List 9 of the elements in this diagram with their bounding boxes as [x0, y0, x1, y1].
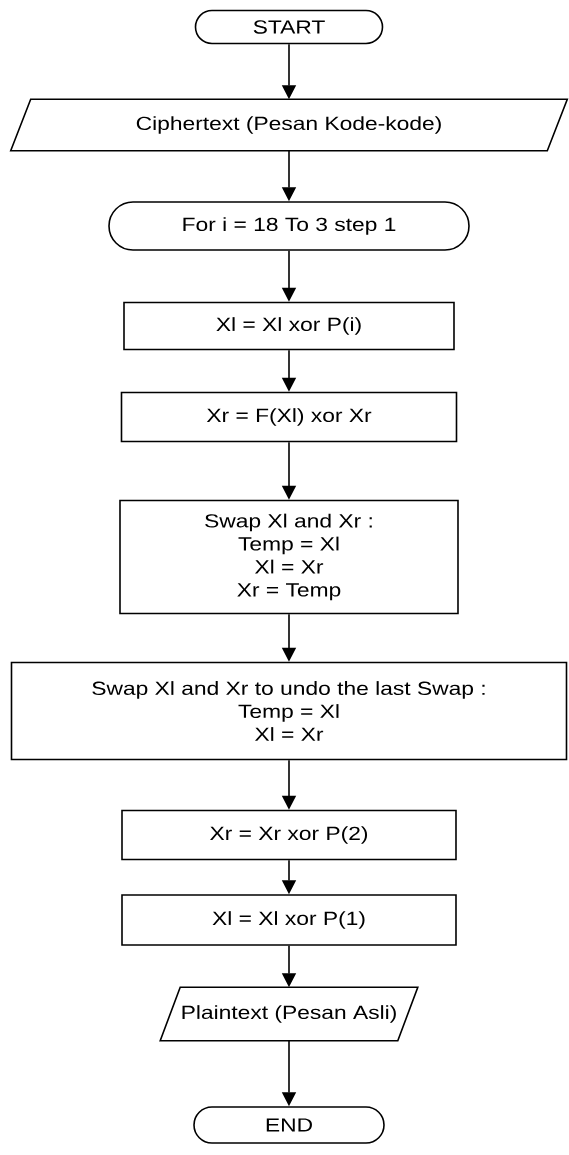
output-parallelogram: Plaintext (Pesan Asli): [159, 986, 419, 1042]
process-box: Xl = Xl xor P(1): [121, 894, 457, 946]
loop-terminal: For i = 18 To 3 step 1: [108, 201, 470, 251]
process-box: Swap Xl and Xr to undo the last Swap : Temp = Xl Xl = Xr: [10, 661, 568, 761]
process-box: Xr = F(Xl) xor Xr: [120, 391, 458, 443]
input-parallelogram: Ciphertext (Pesan Kode-kode): [9, 98, 569, 152]
process-box: Xr = Xr xor P(2): [121, 809, 457, 861]
process-box: Xl = Xl xor P(i): [123, 301, 455, 351]
process-box: Swap Xl and Xr : Temp = Xl Xl = Xr Xr = Temp: [119, 499, 459, 615]
